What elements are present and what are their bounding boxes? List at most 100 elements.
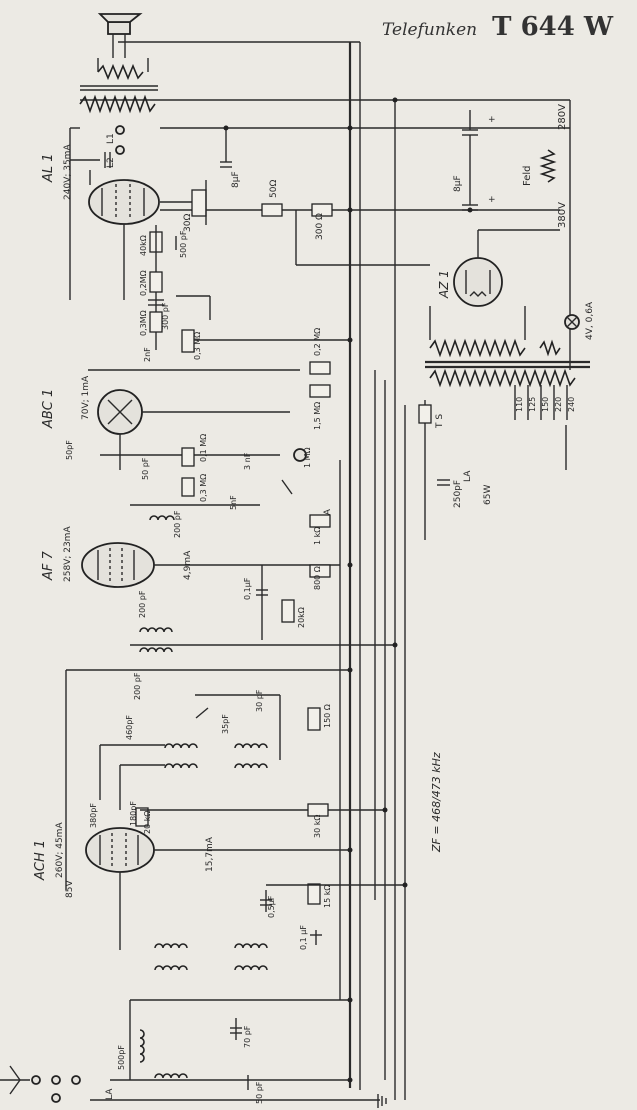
tap-110: 110 [515, 397, 524, 412]
tube-ach1-note: 260V; 45mA [55, 822, 65, 878]
tube-af7-label: AF 7 [41, 550, 56, 581]
osc-coil-4 [234, 763, 268, 769]
c180-label: 180pF [129, 801, 138, 826]
resistor-20k-2 [135, 807, 149, 827]
osc-coil-3 [164, 763, 198, 769]
resistor-03m [149, 311, 163, 333]
c300-label: 300 pF [161, 302, 170, 330]
resistor-1k [309, 514, 331, 528]
svg-text:L2: L2 [106, 157, 116, 168]
c380-label: 380pF [89, 803, 98, 828]
c200-label: 200 pF [173, 510, 182, 538]
c01-label: 0,1μF [243, 577, 252, 600]
volume-pot [293, 448, 307, 462]
c30-label: 30 pF [255, 689, 264, 712]
tube-az1 [453, 257, 503, 307]
lamp-label: 4V, 0,6A [585, 301, 595, 340]
resistor-20k [281, 599, 295, 623]
osc-switch [195, 707, 209, 719]
r30k-label: 30 kΩ [313, 815, 322, 838]
resistor-30ohm [191, 189, 207, 217]
c200b-label: 200 pF [138, 590, 147, 618]
c50b-label: 50 pF [255, 1081, 264, 1104]
r30-label: 30Ω [183, 214, 193, 232]
resistor-300ohm [311, 203, 333, 217]
antenna-coil [139, 1029, 145, 1063]
speaker-coil [97, 63, 144, 81]
c500b-label: 500pF [117, 1045, 126, 1070]
c500-label: 500 pF [179, 230, 188, 258]
l1-contact [115, 125, 125, 135]
resistor-03m-3 [181, 477, 195, 497]
tube-al1 [88, 179, 160, 225]
r02m-label: 0,2MΩ [139, 270, 148, 296]
resistor-15m [309, 384, 331, 398]
c50p-label: 50pF [65, 440, 74, 460]
v85-label: 85V [65, 880, 75, 898]
antenna-la-label: LA [105, 1088, 115, 1100]
heater-secondary [539, 339, 561, 357]
if-frequency-label: ZF = 468/473 kHz [430, 752, 443, 853]
r03m3-label: 0,3 MΩ [199, 474, 208, 502]
resistor-02m [149, 271, 163, 293]
primary-winding [429, 368, 576, 388]
c35-label: 35pF [221, 714, 230, 734]
r1m-label: 1 MΩ [303, 447, 312, 468]
rf-coil-2 [154, 965, 188, 971]
tap-240: 240 [567, 397, 576, 412]
ma157-label: 15,7mA [205, 836, 215, 872]
svg-text:+: + [488, 195, 496, 205]
model-label: T 644 W [492, 12, 614, 42]
if-transformer-2-sec [139, 627, 173, 633]
r03m-label: 0,3MΩ [139, 310, 148, 336]
fuse [418, 404, 432, 424]
r15m-label: 1,5 MΩ [313, 402, 322, 430]
rf-coil-1 [154, 943, 188, 949]
r40k-label: 40kΩ [139, 235, 148, 256]
tube-af7-note: 258V; 23mA [63, 526, 73, 582]
c05-label: 0,5μF [267, 895, 276, 918]
osc-coil-1 [164, 743, 198, 749]
la-label: LA [463, 470, 473, 482]
r20k2-label: 20 kΩ [143, 811, 152, 834]
hv-secondary [429, 338, 526, 358]
tube-ach1 [85, 827, 155, 873]
rf-coil-3 [234, 943, 268, 949]
r15k-label: 15 kΩ [323, 885, 332, 908]
r20k-label: 20kΩ [297, 607, 306, 628]
v280-label: 280V [557, 104, 568, 130]
resistor-30k [307, 803, 329, 817]
field-coil [539, 149, 557, 183]
resistor-50ohm [261, 203, 283, 217]
tube-ach1-label: ACH 1 [33, 840, 48, 881]
rf-coil-4 [234, 965, 268, 971]
title-block: Telefunken T 644 W [382, 12, 613, 42]
c50p2-label: 50 pF [141, 457, 150, 480]
c460-label: 460pF [125, 715, 134, 740]
r50-label: 50Ω [269, 180, 279, 198]
antenna-coil-2 [154, 1073, 188, 1079]
c8b-label: 8μF [453, 175, 463, 192]
tube-al1-note: 240V; 35mA [63, 144, 73, 200]
ta-switch [281, 479, 293, 495]
antenna-terminal [0, 1065, 81, 1103]
tube-af7 [81, 542, 155, 588]
tube-abc1-note: 70V; 1mA [81, 375, 91, 420]
r03m2-label: 0,3 MΩ [193, 332, 202, 360]
tube-az1-label: AZ 1 [437, 270, 451, 299]
v380-label: 380V [557, 202, 568, 228]
tap-220: 220 [554, 397, 563, 412]
r02m2-label: 0,2 MΩ [313, 328, 322, 356]
tube-al1-label: AL 1 [41, 153, 56, 183]
c2n-label: 2nF [143, 347, 152, 362]
output-transformer [79, 94, 156, 114]
resistor-02m-2 [309, 361, 331, 375]
if-transformer-2-pri [139, 647, 173, 653]
r01m-label: 0,1 MΩ [199, 434, 208, 462]
manufacturer-label: Telefunken [382, 20, 478, 40]
l2-contact [115, 145, 125, 155]
coil-af7-grid [149, 515, 175, 521]
c200c-label: 200 pF [133, 672, 142, 700]
r1k-label: 1 kΩ [313, 527, 322, 545]
